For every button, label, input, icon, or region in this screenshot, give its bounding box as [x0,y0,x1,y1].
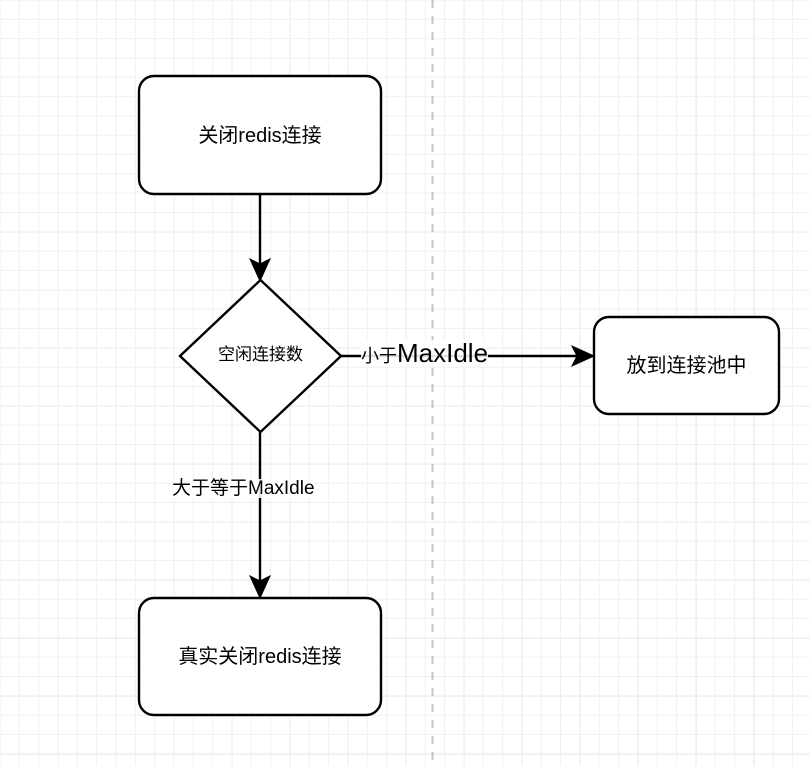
node-really-close-redis-connection[interactable] [137,596,383,717]
edge-label-less-than-maxidle: 小于MaxIdle [361,338,489,368]
node-put-into-pool[interactable] [592,315,781,416]
arrow-head-down-to-decision [248,257,272,283]
edge-label-greater-equal-maxidle: 大于等于MaxIdle [172,478,315,499]
arrow-head-right-to-pool [570,344,596,368]
node-close-redis-connection[interactable] [137,74,383,196]
arrow-head-down-to-realclose [248,574,272,600]
node-idle-connection-count[interactable] [178,278,343,434]
edge-label-less-than-maxidle-en: MaxIdle [397,338,489,368]
edge-label-less-than-maxidle-cn: 小于 [361,346,397,366]
